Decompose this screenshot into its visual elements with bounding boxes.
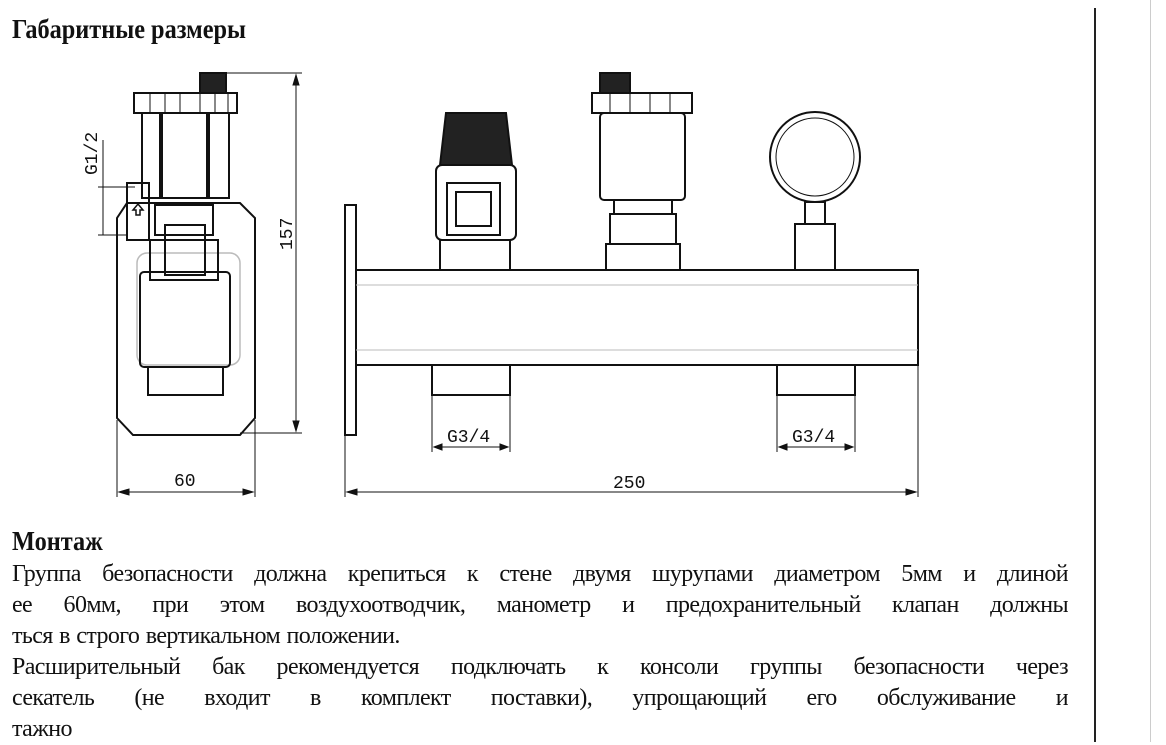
front-view xyxy=(344,72,919,497)
text-line: Расширительный бак рекомендуется подключ… xyxy=(12,654,1068,680)
section-title-dimensions: Габаритные размеры xyxy=(12,14,246,44)
mounting-paragraph: Группа безопасности должна крепиться к с… xyxy=(12,559,1068,745)
dim-outlet-left: G3/4 xyxy=(447,428,490,448)
text-line: Группа безопасности должна крепиться к с… xyxy=(12,561,1068,587)
section-title-mounting: Монтаж xyxy=(12,526,103,556)
page-border xyxy=(1094,8,1096,742)
dim-side-width: 60 xyxy=(174,472,196,492)
text-line: тажно xyxy=(12,716,72,742)
text-line: секатель (не входит в комплект поставки)… xyxy=(12,685,1068,711)
text-line: ее 60мм, при этом воздухоотводчик, маном… xyxy=(12,592,1068,618)
dim-outlet-right: G3/4 xyxy=(792,428,835,448)
text-line: ться в строго вертикальном положении. xyxy=(12,623,400,649)
dim-side-thread: G1/2 xyxy=(83,132,103,175)
dim-front-length: 250 xyxy=(613,474,645,494)
scrollbar-edge xyxy=(1150,0,1151,742)
dim-side-height: 157 xyxy=(278,218,298,250)
side-view xyxy=(98,72,302,497)
